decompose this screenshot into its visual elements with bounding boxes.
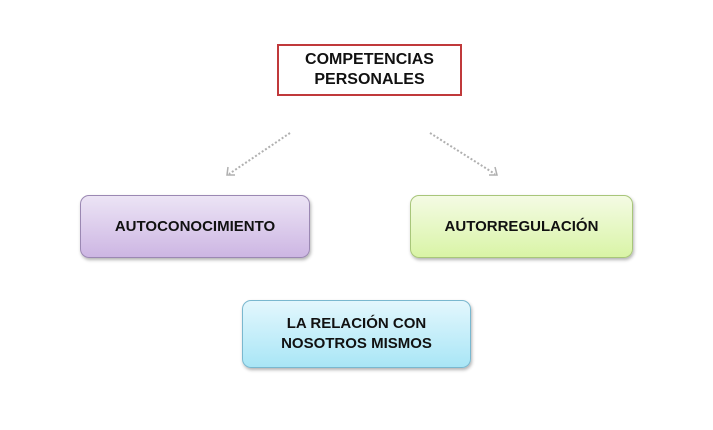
node-label: AUTORREGULACIÓN <box>444 217 599 235</box>
node-label: AUTOCONOCIMIENTO <box>114 217 276 235</box>
arrow-left <box>226 132 291 176</box>
node-label-line-1: LA RELACIÓN CON <box>286 315 427 332</box>
node-autoconocimiento: AUTOCONOCIMIENTO <box>80 195 310 258</box>
arrow-right <box>429 132 498 176</box>
title-line-1: COMPETENCIAS <box>305 51 434 68</box>
title-line-2: PERSONALES <box>314 71 425 88</box>
node-label-line-2: NOSOTROS MISMOS <box>281 335 432 352</box>
node-autorregulacion: AUTORREGULACIÓN <box>410 195 633 258</box>
title-box: COMPETENCIAS PERSONALES <box>277 44 462 96</box>
node-relacion: LA RELACIÓN CON NOSOTROS MISMOS <box>242 300 471 368</box>
